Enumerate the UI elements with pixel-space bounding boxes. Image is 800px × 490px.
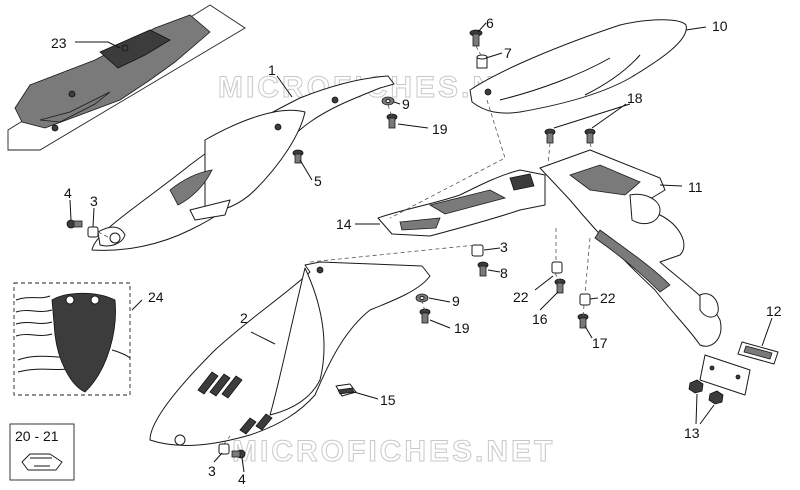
callout-2: 2 [240, 310, 248, 326]
part-23-undertray[interactable] [14, 14, 211, 132]
inset-box-20-21 [9, 423, 75, 481]
fastener-18-a[interactable] [544, 128, 556, 144]
callout-18: 18 [627, 90, 643, 106]
assembly-dash-lines [97, 45, 593, 445]
fastener-9-lower[interactable] [415, 293, 429, 303]
fastener-17[interactable] [577, 313, 589, 329]
callout-1: 1 [268, 62, 276, 78]
inset-box-24 [13, 282, 131, 396]
fastener-22-right[interactable] [579, 293, 591, 306]
part-12-reflector[interactable] [737, 341, 779, 365]
callout-9-upper: 9 [402, 96, 410, 112]
fastener-18-b[interactable] [584, 128, 596, 144]
watermark-bottom: MICROFICHES.NET [232, 435, 555, 468]
fastener-3-left[interactable] [87, 226, 99, 238]
fastener-5[interactable] [292, 149, 304, 164]
fastener-6[interactable] [469, 29, 483, 47]
part-24-mudguard[interactable] [15, 292, 131, 393]
callout-5: 5 [314, 173, 322, 189]
part-2-vent-slots [197, 371, 243, 399]
leader-lines [69, 22, 773, 473]
part-10-tail-cover[interactable] [469, 19, 687, 114]
fastener-3-center[interactable] [471, 244, 484, 257]
callout-14: 14 [336, 216, 352, 232]
callout-7: 7 [504, 45, 512, 61]
part-14-undertray-center[interactable] [377, 169, 546, 237]
callout-20-21: 20 - 21 [15, 428, 59, 444]
fastener-19-lower[interactable] [419, 308, 431, 324]
fastener-7[interactable] [476, 54, 488, 69]
callout-4-bottom: 4 [238, 471, 246, 487]
callout-6: 6 [486, 15, 494, 31]
inset-box-23 [7, 4, 246, 151]
callout-23: 23 [51, 35, 67, 51]
fastener-3-bottom[interactable] [218, 443, 230, 455]
callout-17: 17 [592, 335, 608, 351]
fastener-4-left[interactable] [66, 219, 83, 229]
fastener-13-b[interactable] [708, 390, 724, 405]
callout-19-upper: 19 [432, 121, 448, 137]
callout-8: 8 [500, 265, 508, 281]
part-1-side-panel-upper[interactable] [91, 75, 395, 251]
callout-labels: 23 1 6 7 10 9 19 18 5 11 4 3 14 3 8 24 2… [15, 15, 782, 487]
callout-15: 15 [380, 392, 396, 408]
fastener-15-clip[interactable] [335, 383, 357, 397]
fastener-13-a[interactable] [688, 379, 704, 394]
callout-16: 16 [532, 311, 548, 327]
callout-9-lower: 9 [452, 293, 460, 309]
fastener-22-left[interactable] [551, 261, 563, 274]
part-2-side-panel-lower[interactable] [149, 261, 431, 446]
callout-24: 24 [148, 289, 164, 305]
callout-10: 10 [712, 18, 728, 34]
fastener-8[interactable] [477, 261, 489, 277]
fastener-4-bottom[interactable] [231, 449, 246, 459]
fastener-19-upper[interactable] [386, 113, 398, 129]
callout-3-left: 3 [90, 193, 98, 209]
callout-12: 12 [766, 303, 782, 319]
callout-13: 13 [684, 425, 700, 441]
callout-22-right: 22 [600, 290, 616, 306]
callout-19-lower: 19 [454, 320, 470, 336]
part-11-plate-holder[interactable] [539, 149, 751, 396]
callout-3-center: 3 [500, 239, 508, 255]
callout-11: 11 [688, 179, 703, 195]
fastener-16[interactable] [554, 278, 566, 294]
fastener-9-upper[interactable] [381, 96, 395, 106]
callout-22-left: 22 [513, 289, 529, 305]
callout-3-bottom: 3 [208, 463, 216, 479]
callout-4-left: 4 [64, 185, 72, 201]
part-20-21-clip[interactable] [21, 453, 63, 471]
